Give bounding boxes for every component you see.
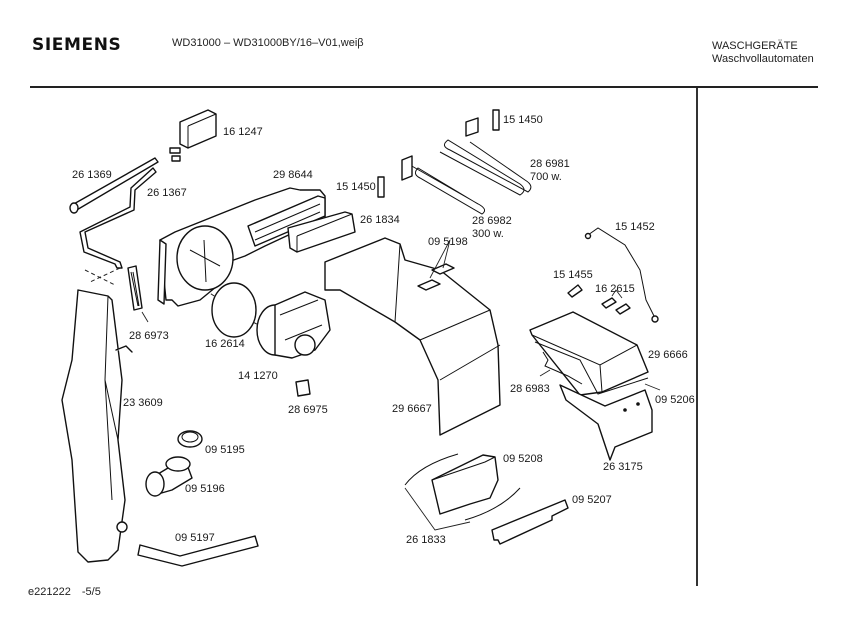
- part-label: 26 1367: [147, 187, 187, 199]
- category-title: WASCHGERÄTE: [712, 40, 798, 52]
- part-261367[interactable]: 26 1367: [79, 167, 187, 269]
- part-261369[interactable]: 26 1369: [69, 157, 159, 214]
- part-label: 09 5197: [175, 532, 215, 544]
- part-label: 15 1455: [553, 269, 593, 281]
- part-095197[interactable]: 09 5197: [137, 532, 259, 567]
- part-151452[interactable]: 15 1452: [584, 221, 659, 323]
- doc-id: e221222: [28, 586, 71, 598]
- part-label: 15 1450: [336, 181, 376, 193]
- part-label: 09 5195: [205, 444, 245, 456]
- part-286975[interactable]: 28 6975: [288, 379, 328, 416]
- part-141270[interactable]: 14 1270: [238, 291, 331, 382]
- brand-logo: SIEMENS: [32, 35, 122, 55]
- part-label: 09 5207: [572, 494, 612, 506]
- part-233609[interactable]: 23 3609: [61, 289, 163, 563]
- part-label: 09 5196: [185, 483, 225, 495]
- part-note: 700 w.: [530, 171, 562, 183]
- part-095206[interactable]: 09 5206: [644, 383, 695, 406]
- part-298644[interactable]: 29 8644: [157, 169, 326, 307]
- part-162615[interactable]: 16 2615: [595, 283, 635, 315]
- part-label: 09 5208: [503, 453, 543, 465]
- part-261834[interactable]: 26 1834: [287, 211, 400, 253]
- part-151455[interactable]: 15 1455: [553, 269, 593, 298]
- part-095208[interactable]: 09 5208: [431, 453, 543, 515]
- part-label: 28 6973: [129, 330, 169, 342]
- part-note: 300 w.: [472, 228, 504, 240]
- part-label: 26 1834: [360, 214, 400, 226]
- header-divider: [30, 86, 818, 88]
- part-161247[interactable]: 16 1247: [169, 109, 263, 162]
- part-label: 26 3175: [603, 461, 643, 473]
- part-296667[interactable]: 09 5198 29 6667: [324, 236, 501, 436]
- part-label: 15 1450: [503, 114, 543, 126]
- part-label: 16 2615: [595, 283, 635, 295]
- part-263175[interactable]: 26 3175: [559, 384, 653, 473]
- part-label: 09 5198: [428, 236, 468, 248]
- part-151450-left[interactable]: 15 1450: [336, 176, 385, 198]
- footer: e221222 -5/5: [28, 586, 109, 598]
- part-label: 28 6975: [288, 404, 328, 416]
- part-286973[interactable]: 28 6973: [127, 265, 169, 342]
- part-162614[interactable]: 16 2614: [205, 282, 257, 350]
- part-151450-top[interactable]: 15 1450: [492, 109, 543, 131]
- part-261833[interactable]: 26 1833: [404, 453, 521, 546]
- part-286982[interactable]: 28 6982 300 w.: [401, 155, 512, 240]
- part-label: 26 1833: [406, 534, 446, 546]
- part-label: 16 1247: [223, 126, 263, 138]
- part-label: 26 1369: [72, 169, 112, 181]
- part-label: 16 2614: [205, 338, 245, 350]
- part-label: 15 1452: [615, 221, 655, 233]
- part-label: 14 1270: [238, 370, 278, 382]
- model-line: WD31000 – WD31000BY/16–V01,weiβ: [172, 37, 364, 49]
- part-label: 29 6667: [392, 403, 432, 415]
- part-095196[interactable]: 09 5196: [145, 456, 225, 497]
- part-label: 28 6982: [472, 215, 512, 227]
- part-286981[interactable]: 28 6981 700 w.: [439, 117, 570, 196]
- category-subtitle: Waschvollautomaten: [712, 53, 814, 65]
- part-label: 09 5206: [655, 394, 695, 406]
- part-label: 28 6983: [510, 383, 550, 395]
- part-label: 23 3609: [123, 397, 163, 409]
- part-label: 29 8644: [273, 169, 313, 181]
- part-095195[interactable]: 09 5195: [177, 430, 245, 456]
- page-indicator: -5/5: [81, 586, 101, 598]
- part-label: 28 6981: [530, 158, 570, 170]
- category-block: WASCHGERÄTE Waschvollautomaten: [712, 40, 814, 66]
- part-296666[interactable]: 29 6666: [529, 311, 688, 396]
- margin-divider: [696, 88, 698, 586]
- part-286983[interactable]: 28 6983: [510, 351, 583, 395]
- part-095207[interactable]: 09 5207: [491, 494, 612, 545]
- part-label: 29 6666: [648, 349, 688, 361]
